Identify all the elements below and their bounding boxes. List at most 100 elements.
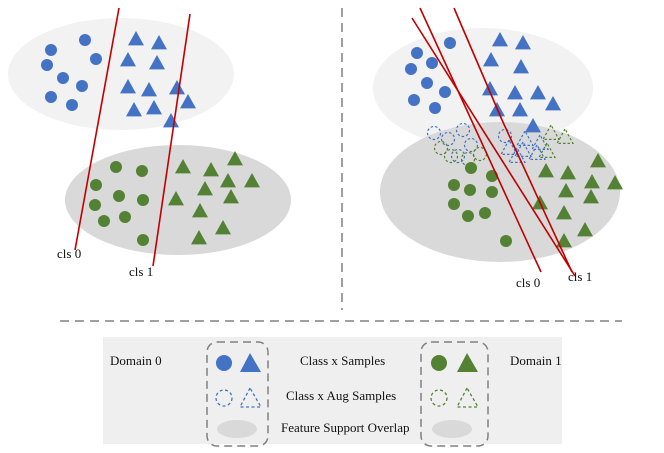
domain0-label: Domain 0 bbox=[110, 353, 162, 368]
blue-aug-circle-sample bbox=[455, 122, 471, 138]
right-panel: cls 0 cls 1 bbox=[373, 7, 623, 290]
blue-triangle-sample bbox=[126, 102, 142, 117]
blue-circle-icon bbox=[216, 355, 232, 371]
domain1-support-ellipse bbox=[380, 122, 620, 262]
overlap-legend-label: Feature Support Overlap bbox=[281, 420, 410, 435]
green-circle-sample bbox=[90, 179, 102, 191]
green-triangle-sample bbox=[607, 175, 623, 190]
green-circle-sample bbox=[500, 235, 512, 247]
green-circle-sample bbox=[479, 207, 491, 219]
cls1-label: cls 1 bbox=[568, 269, 592, 284]
cls0-label: cls 0 bbox=[57, 246, 81, 261]
blue-circle-sample bbox=[45, 44, 57, 56]
green-triangle-sample bbox=[556, 233, 572, 248]
green-circle-sample bbox=[137, 194, 149, 206]
green-circle-sample bbox=[119, 211, 131, 223]
blue-aug-triangle-sample bbox=[499, 138, 519, 155]
blue-triangle-sample bbox=[512, 102, 528, 117]
blue-circle-sample bbox=[79, 34, 91, 46]
cls1-boundary-line-upper bbox=[453, 7, 503, 121]
green-circle-sample bbox=[110, 161, 122, 173]
green-triangle-sample bbox=[560, 165, 576, 180]
blue-triangle-sample bbox=[146, 100, 162, 115]
green-triangle-sample bbox=[227, 151, 243, 166]
green-triangle-sample bbox=[175, 159, 191, 174]
green-aug-circle-sample bbox=[460, 151, 476, 167]
blue-circle-sample bbox=[421, 77, 433, 89]
blue-circle-sample bbox=[408, 94, 420, 106]
blue-aug-triangle-sample bbox=[513, 140, 533, 157]
green-triangle-sample bbox=[197, 181, 213, 196]
domain0-support-ellipse bbox=[373, 28, 593, 148]
green-circle-sample bbox=[448, 179, 460, 191]
domain1-label: Domain 1 bbox=[510, 353, 562, 368]
blue-triangle-sample bbox=[128, 31, 144, 46]
blue-triangle-sample bbox=[151, 35, 167, 50]
blue-circle-sample bbox=[57, 72, 69, 84]
green-triangle-sample bbox=[203, 162, 219, 177]
blue-triangle-sample bbox=[530, 85, 546, 100]
gray-ellipse-icon bbox=[217, 420, 257, 438]
blue-circle-sample bbox=[405, 63, 417, 75]
green-circle-sample bbox=[465, 162, 477, 174]
green-triangle-sample bbox=[223, 189, 239, 204]
green-triangle-icon bbox=[457, 353, 478, 372]
green-triangle-sample bbox=[538, 163, 554, 178]
blue-triangle-sample bbox=[120, 52, 136, 67]
green-triangle-sample bbox=[192, 203, 208, 218]
blue-triangle-sample bbox=[149, 55, 165, 70]
blue-triangle-sample bbox=[120, 79, 136, 94]
green-dashed-circle-icon bbox=[430, 389, 448, 407]
blue-circle-sample bbox=[45, 91, 57, 103]
green-triangle-sample bbox=[584, 174, 600, 189]
right-samples bbox=[405, 32, 623, 248]
blue-circle-sample bbox=[411, 47, 423, 59]
green-aug-triangle-sample bbox=[537, 141, 557, 158]
blue-aug-circle-sample bbox=[497, 128, 513, 144]
blue-circle-sample bbox=[66, 99, 78, 111]
blue-triangle-sample bbox=[141, 82, 157, 97]
blue-aug-triangle-sample bbox=[527, 143, 547, 160]
blue-circle-sample bbox=[76, 80, 88, 92]
green-aug-triangle-sample bbox=[541, 123, 561, 140]
blue-circle-sample bbox=[439, 86, 451, 98]
samples-legend-label: Class x Samples bbox=[300, 353, 385, 368]
green-circle-sample bbox=[98, 215, 110, 227]
blue-triangle-sample bbox=[169, 80, 185, 95]
domain0-support-ellipse bbox=[8, 18, 234, 130]
green-triangle-sample bbox=[244, 173, 260, 188]
green-triangle-sample bbox=[220, 173, 236, 188]
blue-triangle-sample bbox=[545, 96, 561, 111]
green-aug-circle-sample bbox=[443, 148, 459, 164]
aug-samples-legend-label: Class x Aug Samples bbox=[286, 388, 396, 403]
left-samples bbox=[41, 31, 260, 246]
green-circle-sample bbox=[89, 199, 101, 211]
green-circle-sample bbox=[136, 165, 148, 177]
green-circle-sample bbox=[462, 210, 474, 222]
blue-triangle-sample bbox=[180, 94, 196, 109]
blue-triangle-sample bbox=[515, 35, 531, 50]
blue-triangle-sample bbox=[482, 81, 498, 96]
cls0-boundary-line bbox=[419, 7, 542, 273]
green-triangle-sample bbox=[577, 222, 593, 237]
green-triangle-sample bbox=[583, 189, 599, 204]
green-triangle-sample bbox=[590, 153, 606, 168]
gray-ellipse-icon bbox=[432, 420, 472, 438]
green-aug-circle-sample bbox=[433, 140, 449, 156]
green-circle-sample bbox=[137, 234, 149, 246]
domain1-legend-box bbox=[420, 341, 489, 447]
legend: Domain 0 Domain 1 Class x Samples Class … bbox=[103, 337, 562, 447]
blue-aug-triangle-sample bbox=[530, 133, 550, 150]
left-panel: cls 0 cls 1 bbox=[8, 7, 291, 279]
blue-circle-sample bbox=[90, 53, 102, 65]
green-circle-sample bbox=[486, 186, 498, 198]
green-triangle-sample bbox=[191, 230, 207, 245]
green-aug-triangle-sample bbox=[555, 127, 575, 144]
blue-dashed-circle-icon bbox=[215, 389, 233, 407]
green-triangle-sample bbox=[215, 220, 231, 235]
blue-circle-sample bbox=[426, 57, 438, 69]
blue-triangle-sample bbox=[525, 118, 541, 133]
blue-circle-sample bbox=[41, 59, 53, 71]
blue-triangle-sample bbox=[492, 32, 508, 47]
